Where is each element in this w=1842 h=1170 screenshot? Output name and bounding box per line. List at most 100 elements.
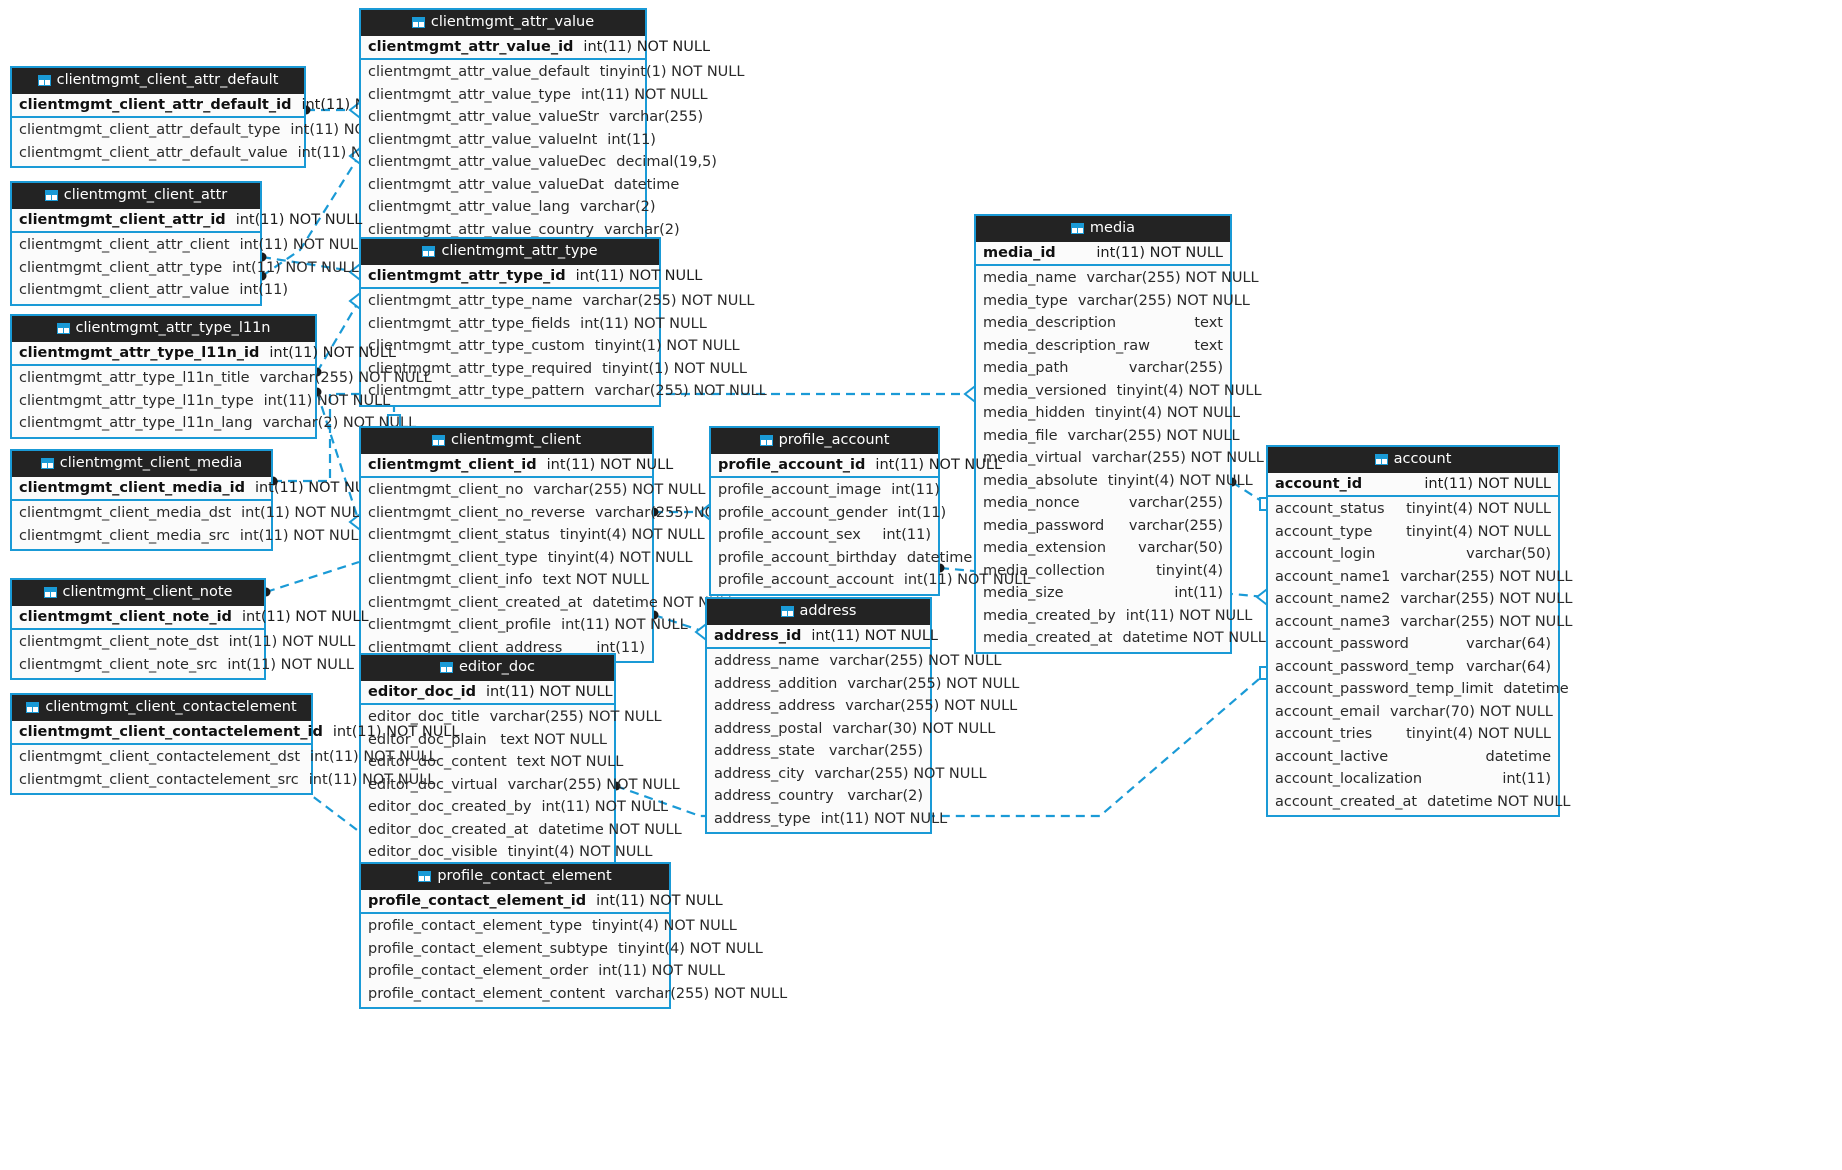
column-type: tinyint(4) NOT NULL — [559, 527, 705, 544]
column-name: clientmgmt_client_attr_value — [19, 282, 230, 299]
column-name: media_id — [983, 244, 1056, 261]
entity-title: media — [1089, 220, 1136, 236]
column-type: varchar(255) — [1128, 495, 1223, 512]
entity-header[interactable]: clientmgmt_attr_value — [361, 10, 645, 36]
column-name: media_description — [983, 315, 1117, 332]
entity-title: clientmgmt_client_note — [62, 584, 233, 600]
column-type: varchar(255) NOT NULL — [1086, 270, 1259, 287]
column-name: clientmgmt_attr_type_fields — [368, 315, 571, 332]
entity-title: profile_account — [778, 432, 890, 448]
entity-header[interactable]: clientmgmt_client_attr — [12, 183, 260, 209]
column-name: clientmgmt_attr_type_l11n_title — [19, 370, 250, 387]
column-name: clientmgmt_client_info — [368, 572, 533, 589]
column-name: clientmgmt_attr_type_required — [368, 360, 593, 377]
column-type: tinyint(4) NOT NULL — [617, 940, 763, 957]
column-type: int(11) NOT NULL — [903, 572, 1031, 589]
entity-title: clientmgmt_client_contactelement — [45, 699, 297, 715]
column-type: tinyint(4) NOT NULL — [1406, 726, 1551, 743]
entity-header[interactable]: clientmgmt_client_attr_default — [12, 68, 304, 94]
entity-title: clientmgmt_client_attr_default — [56, 72, 279, 88]
entity-header[interactable]: clientmgmt_client_note — [12, 580, 264, 606]
entity-header[interactable]: clientmgmt_client_contactelement — [12, 695, 311, 721]
column-type: datetime NOT NULL — [538, 821, 682, 838]
entity-header[interactable]: clientmgmt_client_media — [12, 451, 271, 477]
entity-table-clientmgmt_client_contactelement[interactable]: clientmgmt_client_contactelement clientmg… — [10, 693, 459, 796]
entity-header[interactable]: address — [707, 599, 930, 625]
column-name: account_name2 — [1275, 591, 1391, 608]
entity-table-clientmgmt_client_attr_default[interactable]: clientmgmt_client_attr_default clientmgmt… — [10, 66, 428, 169]
entity-table-clientmgmt_attr_type_l11n[interactable]: clientmgmt_attr_type_l11n clientmgmt_attr… — [10, 314, 432, 439]
entity-title: account — [1393, 451, 1452, 467]
column-row: media_nonce varchar(255) — [976, 492, 1230, 515]
column-name: clientmgmt_client_attr_type — [19, 259, 223, 276]
entity-table-clientmgmt_client_note[interactable]: clientmgmt_client_note clientmgmt_client_… — [10, 578, 369, 681]
column-name: clientmgmt_attr_value_lang — [368, 199, 570, 216]
column-type: varchar(255) NOT NULL — [1400, 591, 1573, 608]
entity-header[interactable]: media — [976, 216, 1230, 242]
column-type: varchar(255) NOT NULL — [1400, 613, 1573, 630]
entity-header[interactable]: account — [1268, 447, 1558, 473]
column-type: tinyint(4) NOT NULL — [1095, 405, 1241, 422]
column-type: int(11) NOT NULL — [235, 211, 363, 228]
column-name: profile_contact_element_type — [368, 918, 582, 935]
column-name: media_password — [983, 517, 1105, 534]
column-name: clientmgmt_client_no — [368, 482, 524, 499]
column-type: int(11) NOT NULL — [1125, 607, 1253, 624]
entity-header[interactable]: clientmgmt_client — [361, 428, 652, 454]
column-name: clientmgmt_attr_value_country — [368, 221, 594, 238]
column-type: varchar(2) — [604, 221, 680, 238]
column-name: media_type — [983, 292, 1068, 309]
column-name: account_password_temp — [1275, 658, 1455, 675]
column-name: clientmgmt_attr_value_valueDat — [368, 176, 604, 193]
entity-header[interactable]: editor_doc — [361, 655, 614, 681]
relationship-line — [265, 560, 360, 594]
entity-header[interactable]: clientmgmt_attr_type — [361, 239, 659, 265]
column-type: datetime NOT NULL — [1122, 630, 1266, 647]
entity-header[interactable]: profile_contact_element — [361, 864, 669, 890]
column-type: int(11) NOT NULL — [228, 634, 356, 651]
column-name: media_nonce — [983, 495, 1080, 512]
entity-table-clientmgmt_attr_type[interactable]: clientmgmt_attr_type clientmgmt_attr_type… — [359, 237, 767, 407]
column-type: decimal(19,5) — [616, 154, 717, 171]
column-type: varchar(255) NOT NULL — [533, 482, 706, 499]
column-type: text — [1194, 315, 1223, 332]
column-name: account_name1 — [1275, 568, 1391, 585]
entity-header[interactable]: clientmgmt_attr_type_l11n — [12, 316, 315, 342]
entity-header[interactable]: profile_account — [711, 428, 938, 454]
column-name: profile_account_account — [718, 572, 894, 589]
column-name: clientmgmt_attr_value_valueDec — [368, 154, 607, 171]
entity-table-clientmgmt_attr_value[interactable]: clientmgmt_attr_value clientmgmt_attr_val… — [359, 8, 744, 246]
column-type: tinyint(4) — [1156, 562, 1223, 579]
column-name: media_file — [983, 427, 1058, 444]
column-type: varchar(255) NOT NULL — [259, 370, 432, 387]
column-name: clientmgmt_attr_value_default — [368, 64, 590, 81]
column-type: varchar(255) NOT NULL — [594, 383, 767, 400]
column-name: clientmgmt_attr_type_id — [368, 267, 566, 284]
